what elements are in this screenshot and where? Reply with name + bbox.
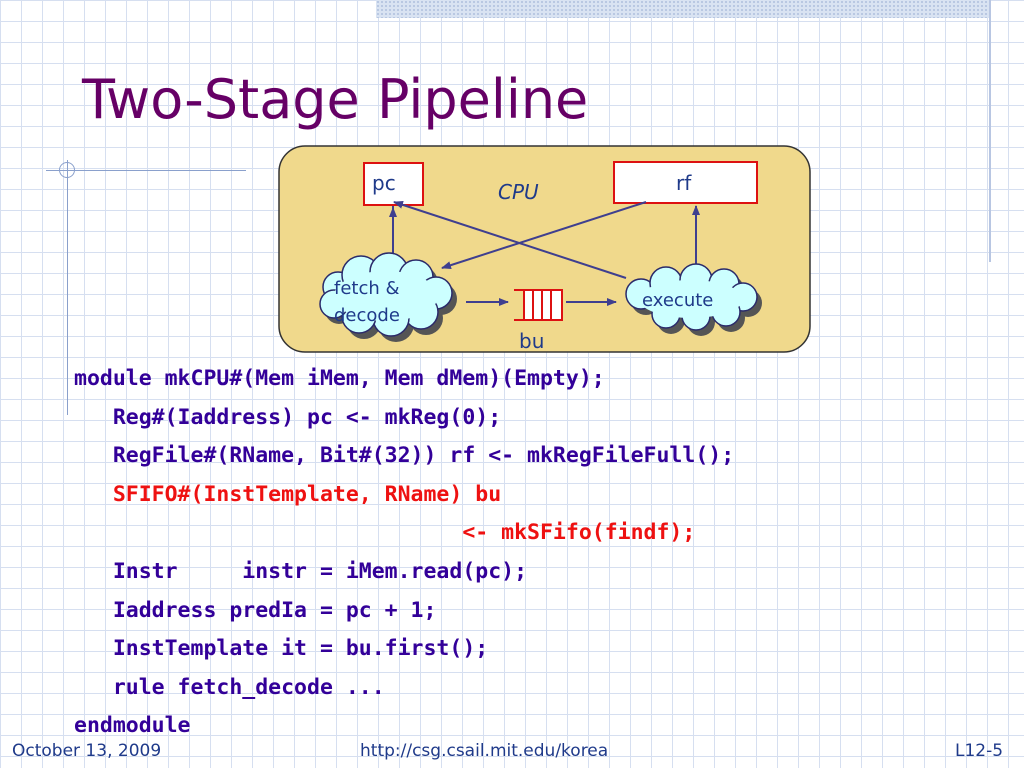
top-decoration-bar	[376, 0, 990, 18]
decoration-circle	[59, 162, 75, 178]
rf-box: rf	[613, 161, 758, 204]
footer-url[interactable]: http://csg.csail.mit.edu/korea	[360, 741, 609, 761]
code-segment: Reg#(Iaddress) pc <- mkReg(0);	[74, 404, 502, 430]
cpu-label: CPU	[498, 180, 539, 204]
title-underline	[46, 170, 246, 171]
execute-cloud: execute	[625, 263, 762, 336]
bu-label: bu	[519, 329, 544, 353]
code-line: RegFile#(RName, Bit#(32)) rf <- mkRegFil…	[74, 437, 734, 476]
code-segment: SFIFO#(InstTemplate, RName) bu	[74, 481, 502, 507]
slide-title: Two-Stage Pipeline	[82, 68, 589, 131]
code-line: <- mkSFifo(findf);	[74, 514, 734, 553]
fetch-label-line2: decode	[334, 305, 400, 326]
pc-label: pc	[372, 171, 396, 195]
footer-page-number: L12-5	[955, 741, 1004, 761]
cpu-diagram: CPU pc rf	[276, 144, 814, 356]
code-line: InstTemplate it = bu.first();	[74, 630, 734, 669]
code-line: endmodule	[74, 707, 734, 746]
code-line: rule fetch_decode ...	[74, 669, 734, 708]
rf-label: rf	[676, 171, 692, 195]
code-segment: module mkCPU#(Mem iMem, Mem dMem)(Empty)…	[74, 366, 605, 391]
code-segment: InstTemplate it = bu.first();	[74, 636, 489, 662]
code-segment: Instr instr = iMem.read(pc);	[74, 558, 528, 584]
bu-fifo-icon	[514, 289, 563, 321]
execute-label: execute	[642, 290, 713, 311]
code-segment: <- mkSFifo(findf);	[74, 520, 696, 546]
pc-box: pc	[363, 162, 424, 206]
code-segment: RegFile#(RName, Bit#(32)) rf <- mkRegFil…	[74, 443, 735, 469]
code-segment: endmodule	[74, 713, 191, 739]
code-segment: Iaddress predIa = pc + 1;	[74, 597, 437, 623]
footer-date: October 13, 2009	[12, 741, 162, 761]
left-decoration-line	[67, 160, 68, 415]
fetch-decode-cloud: fetch & decode	[319, 252, 457, 342]
code-line: Iaddress predIa = pc + 1;	[74, 592, 734, 631]
code-line: Instr instr = iMem.read(pc);	[74, 553, 734, 592]
right-decoration-line	[989, 0, 991, 262]
code-line: Reg#(Iaddress) pc <- mkReg(0);	[74, 399, 734, 438]
code-listing: module mkCPU#(Mem iMem, Mem dMem)(Empty)…	[74, 360, 734, 746]
code-line: module mkCPU#(Mem iMem, Mem dMem)(Empty)…	[74, 360, 734, 399]
code-segment: rule fetch_decode ...	[74, 674, 385, 700]
code-line: SFIFO#(InstTemplate, RName) bu	[74, 476, 734, 515]
fetch-label-line1: fetch &	[334, 278, 400, 299]
